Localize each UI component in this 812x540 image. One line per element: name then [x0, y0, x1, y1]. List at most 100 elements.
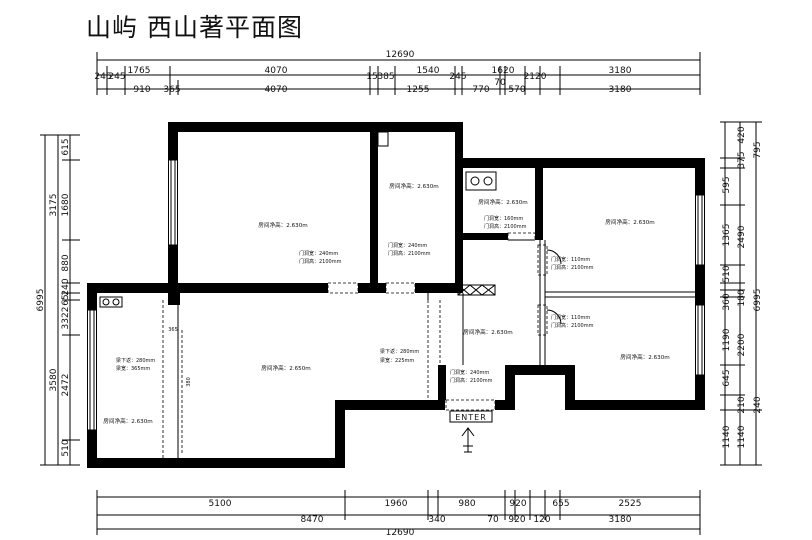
wall-segment: [455, 122, 463, 290]
dimension-label: 3180: [609, 85, 632, 95]
dimension-label: 245: [449, 72, 466, 82]
room-height-label: 房间净高：2.630m: [605, 218, 654, 226]
dimension-label: 920: [509, 499, 526, 509]
wall-segment: [505, 365, 515, 410]
dimension-label: 2120: [524, 72, 547, 82]
dimension-label: 1365: [722, 224, 732, 247]
dimension-label: 6995: [753, 289, 763, 312]
wall-segment: [495, 400, 515, 410]
door-opening: [537, 304, 548, 336]
dimension-label: 920: [508, 515, 525, 525]
dimension-label: 1140: [737, 425, 747, 448]
dimension-label: 1140: [722, 425, 732, 448]
plan-title: 山屿 西山著平面图: [86, 13, 303, 42]
window: [696, 305, 704, 375]
dimension-label: 12690: [386, 50, 415, 60]
dimension-label: 655: [552, 499, 569, 509]
dimension-label: 365: [163, 85, 180, 95]
beam-drop-label: 梁下返：280mm: [380, 348, 419, 355]
beam-length-label: 380: [186, 377, 192, 387]
sink-icon: [465, 171, 497, 191]
dimension-label: 1680: [61, 193, 71, 216]
entrance-arrow-icon: [461, 427, 475, 453]
dimension-label: 180: [737, 289, 747, 306]
windows: [88, 159, 704, 431]
dimension-label: 65: [61, 294, 71, 305]
door-opening: [445, 399, 496, 411]
wall-segment: [370, 122, 378, 293]
dimension-label: 1190: [722, 328, 732, 351]
dimension-label: 595: [722, 176, 732, 193]
wall-segment: [695, 158, 705, 410]
door-width-label: 门洞宽：110mm: [551, 256, 590, 263]
wall-segment: [438, 365, 446, 400]
dimension-label: 570: [508, 85, 525, 95]
dimension-label: 240: [61, 278, 71, 295]
wall-segment: [178, 283, 328, 293]
dimension-label: 795: [753, 141, 763, 158]
room-height-label: 房间净高：2.630m: [103, 417, 152, 425]
beam-lines: [162, 300, 441, 458]
door-height-label: 门洞高：2100mm: [450, 377, 493, 384]
dimension-label: 15: [366, 72, 377, 82]
dimension-label: 385: [377, 72, 394, 82]
dimension-label: 1540: [417, 66, 440, 76]
wall-segment: [505, 365, 575, 375]
dimension-label: 1765: [128, 66, 151, 76]
dimension-label: 1620: [492, 66, 515, 76]
window-glass: [696, 304, 704, 376]
dimension-label: 3322: [61, 307, 71, 330]
stove-icon: [377, 131, 389, 147]
dimension-label: 5100: [209, 499, 232, 509]
dimension-label: 70: [487, 515, 499, 525]
door-width-label: 门洞宽：240mm: [299, 250, 338, 257]
wall-segment: [168, 122, 462, 132]
door-height-label: 门洞高：2100mm: [551, 264, 594, 271]
dimension-label: 615: [61, 138, 71, 155]
dimension-label: 1255: [407, 85, 430, 95]
door-height-label: 门洞高：2100mm: [484, 223, 527, 230]
dimension-label: 120: [533, 515, 550, 525]
dimension-label: 2490: [737, 225, 747, 248]
dimension-label: 210: [737, 396, 747, 413]
dimension-label: 1960: [385, 499, 408, 509]
wall-segment: [463, 233, 508, 240]
window: [88, 310, 96, 430]
partition-lines: [177, 239, 695, 458]
entrance-label: ENTER: [455, 413, 487, 422]
dimension-label: 240: [753, 396, 763, 413]
basin-icon: [99, 296, 123, 308]
window: [169, 160, 177, 245]
wall-segment: [535, 168, 543, 240]
dimension-label: 2472: [61, 374, 71, 397]
dimension-label: 3175: [49, 194, 59, 217]
dimension-label: 980: [458, 499, 475, 509]
door-height-label: 门洞高：2100mm: [299, 258, 342, 265]
beam-offset-label: 365: [168, 327, 178, 333]
dimension-label: 4070: [265, 66, 288, 76]
beam-drop-label: 梁下返：280mm: [116, 357, 155, 364]
dimension-label: 245: [108, 72, 125, 82]
door-opening: [507, 232, 536, 241]
room-height-label: 房间净高：2.630m: [389, 182, 438, 190]
door-height-label: 门洞高：2100mm: [388, 250, 431, 257]
wall-segment: [87, 458, 345, 468]
window-glass: [88, 309, 96, 431]
wall-segment: [455, 158, 705, 168]
dimension-label: 360: [722, 293, 732, 310]
door-width-label: 门洞宽：160mm: [484, 215, 523, 222]
dimension-label: 12690: [386, 528, 415, 538]
beam-width-label: 梁宽：365mm: [116, 365, 150, 372]
window: [696, 195, 704, 265]
room-height-label: 房间净高：2.630m: [620, 353, 669, 361]
wall-segment: [565, 400, 705, 410]
door-opening: [385, 282, 416, 294]
door-openings: [327, 232, 562, 411]
dimension-label: 880: [61, 254, 71, 271]
door-width-label: 门洞宽：240mm: [388, 242, 427, 249]
dimension-label: 3180: [609, 66, 632, 76]
wall-segment: [168, 283, 180, 305]
wall-segment: [565, 365, 575, 410]
door-height-label: 门洞高：2100mm: [551, 322, 594, 329]
